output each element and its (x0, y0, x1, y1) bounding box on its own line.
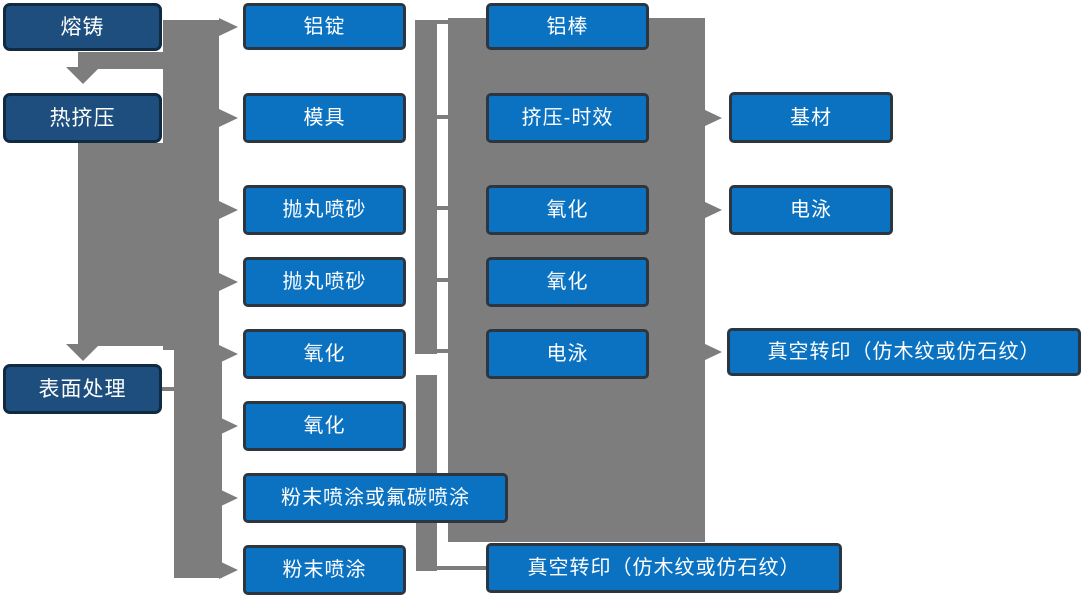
connector-stub-row2 (430, 115, 455, 119)
node-aluminum-ingot: 铝锭 (243, 3, 406, 53)
arrowhead-to-base-material (703, 109, 722, 127)
node-melt-casting: 熔铸 (3, 3, 162, 51)
node-electrophoresis-2: 电泳 (729, 185, 893, 238)
node-powder-coating: 粉末喷涂 (243, 545, 406, 596)
node-oxidation-4: 氧化 (486, 257, 649, 310)
node-base-material: 基材 (729, 92, 893, 146)
connector-stub-row5 (430, 349, 455, 353)
node-surface-treatment: 表面处理 (3, 364, 162, 414)
connector-stub-to-vacuum-transfer (430, 566, 486, 570)
node-electrophoresis-1: 电泳 (486, 329, 649, 382)
arrowhead-to-powder-or-fluorocarbon (219, 489, 238, 507)
arrowhead-to-mold (219, 109, 238, 127)
node-powder-or-fluorocarbon: 粉末喷涂或氟碳喷涂 (243, 473, 508, 526)
arrowhead-to-vacuum-transfer-right (703, 343, 722, 361)
arrowhead-to-shot-blast-2 (219, 273, 238, 291)
node-vacuum-transfer-right: 真空转印（仿木纹或仿石纹） (727, 328, 1081, 379)
connector-stub-row3 (430, 206, 455, 210)
arrowhead-to-oxidation-2 (219, 417, 238, 435)
connector-left-trunk-upper (163, 20, 219, 350)
node-hot-extrusion: 热挤压 (3, 93, 162, 143)
node-oxidation-2: 氧化 (243, 401, 406, 454)
node-mold: 模具 (243, 93, 406, 146)
arrowhead-down-to-hot-extrusion (66, 67, 100, 84)
node-shot-blast-1: 抛丸喷砂 (243, 185, 406, 238)
arrowhead-to-powder-coating (219, 561, 238, 579)
connector-cast-to-extrusion (78, 52, 163, 69)
arrowhead-to-electrophoresis (703, 201, 722, 219)
node-aluminum-rod: 铝棒 (486, 3, 649, 53)
node-extrusion-aging: 挤压-时效 (486, 93, 649, 146)
node-vacuum-transfer-bottom: 真空转印（仿木纹或仿石纹） (486, 543, 842, 596)
arrowhead-to-oxidation-1 (219, 345, 238, 363)
arrowhead-to-aluminum-ingot (219, 18, 238, 36)
connector-left-trunk-lower (174, 350, 222, 578)
connector-stub-row4 (430, 278, 455, 282)
arrowhead-down-to-surface-treatment (66, 344, 100, 361)
connector-stub-row1 (430, 20, 455, 24)
node-oxidation-1: 氧化 (243, 329, 406, 382)
node-oxidation-3: 氧化 (486, 185, 649, 238)
connector-mid-trunk-upper (415, 20, 437, 354)
connector-extrusion-to-surface (78, 143, 163, 346)
connector-surface-to-trunk (160, 387, 180, 391)
node-shot-blast-2: 抛丸喷砂 (243, 257, 406, 310)
arrowhead-to-shot-blast-1 (219, 201, 238, 219)
